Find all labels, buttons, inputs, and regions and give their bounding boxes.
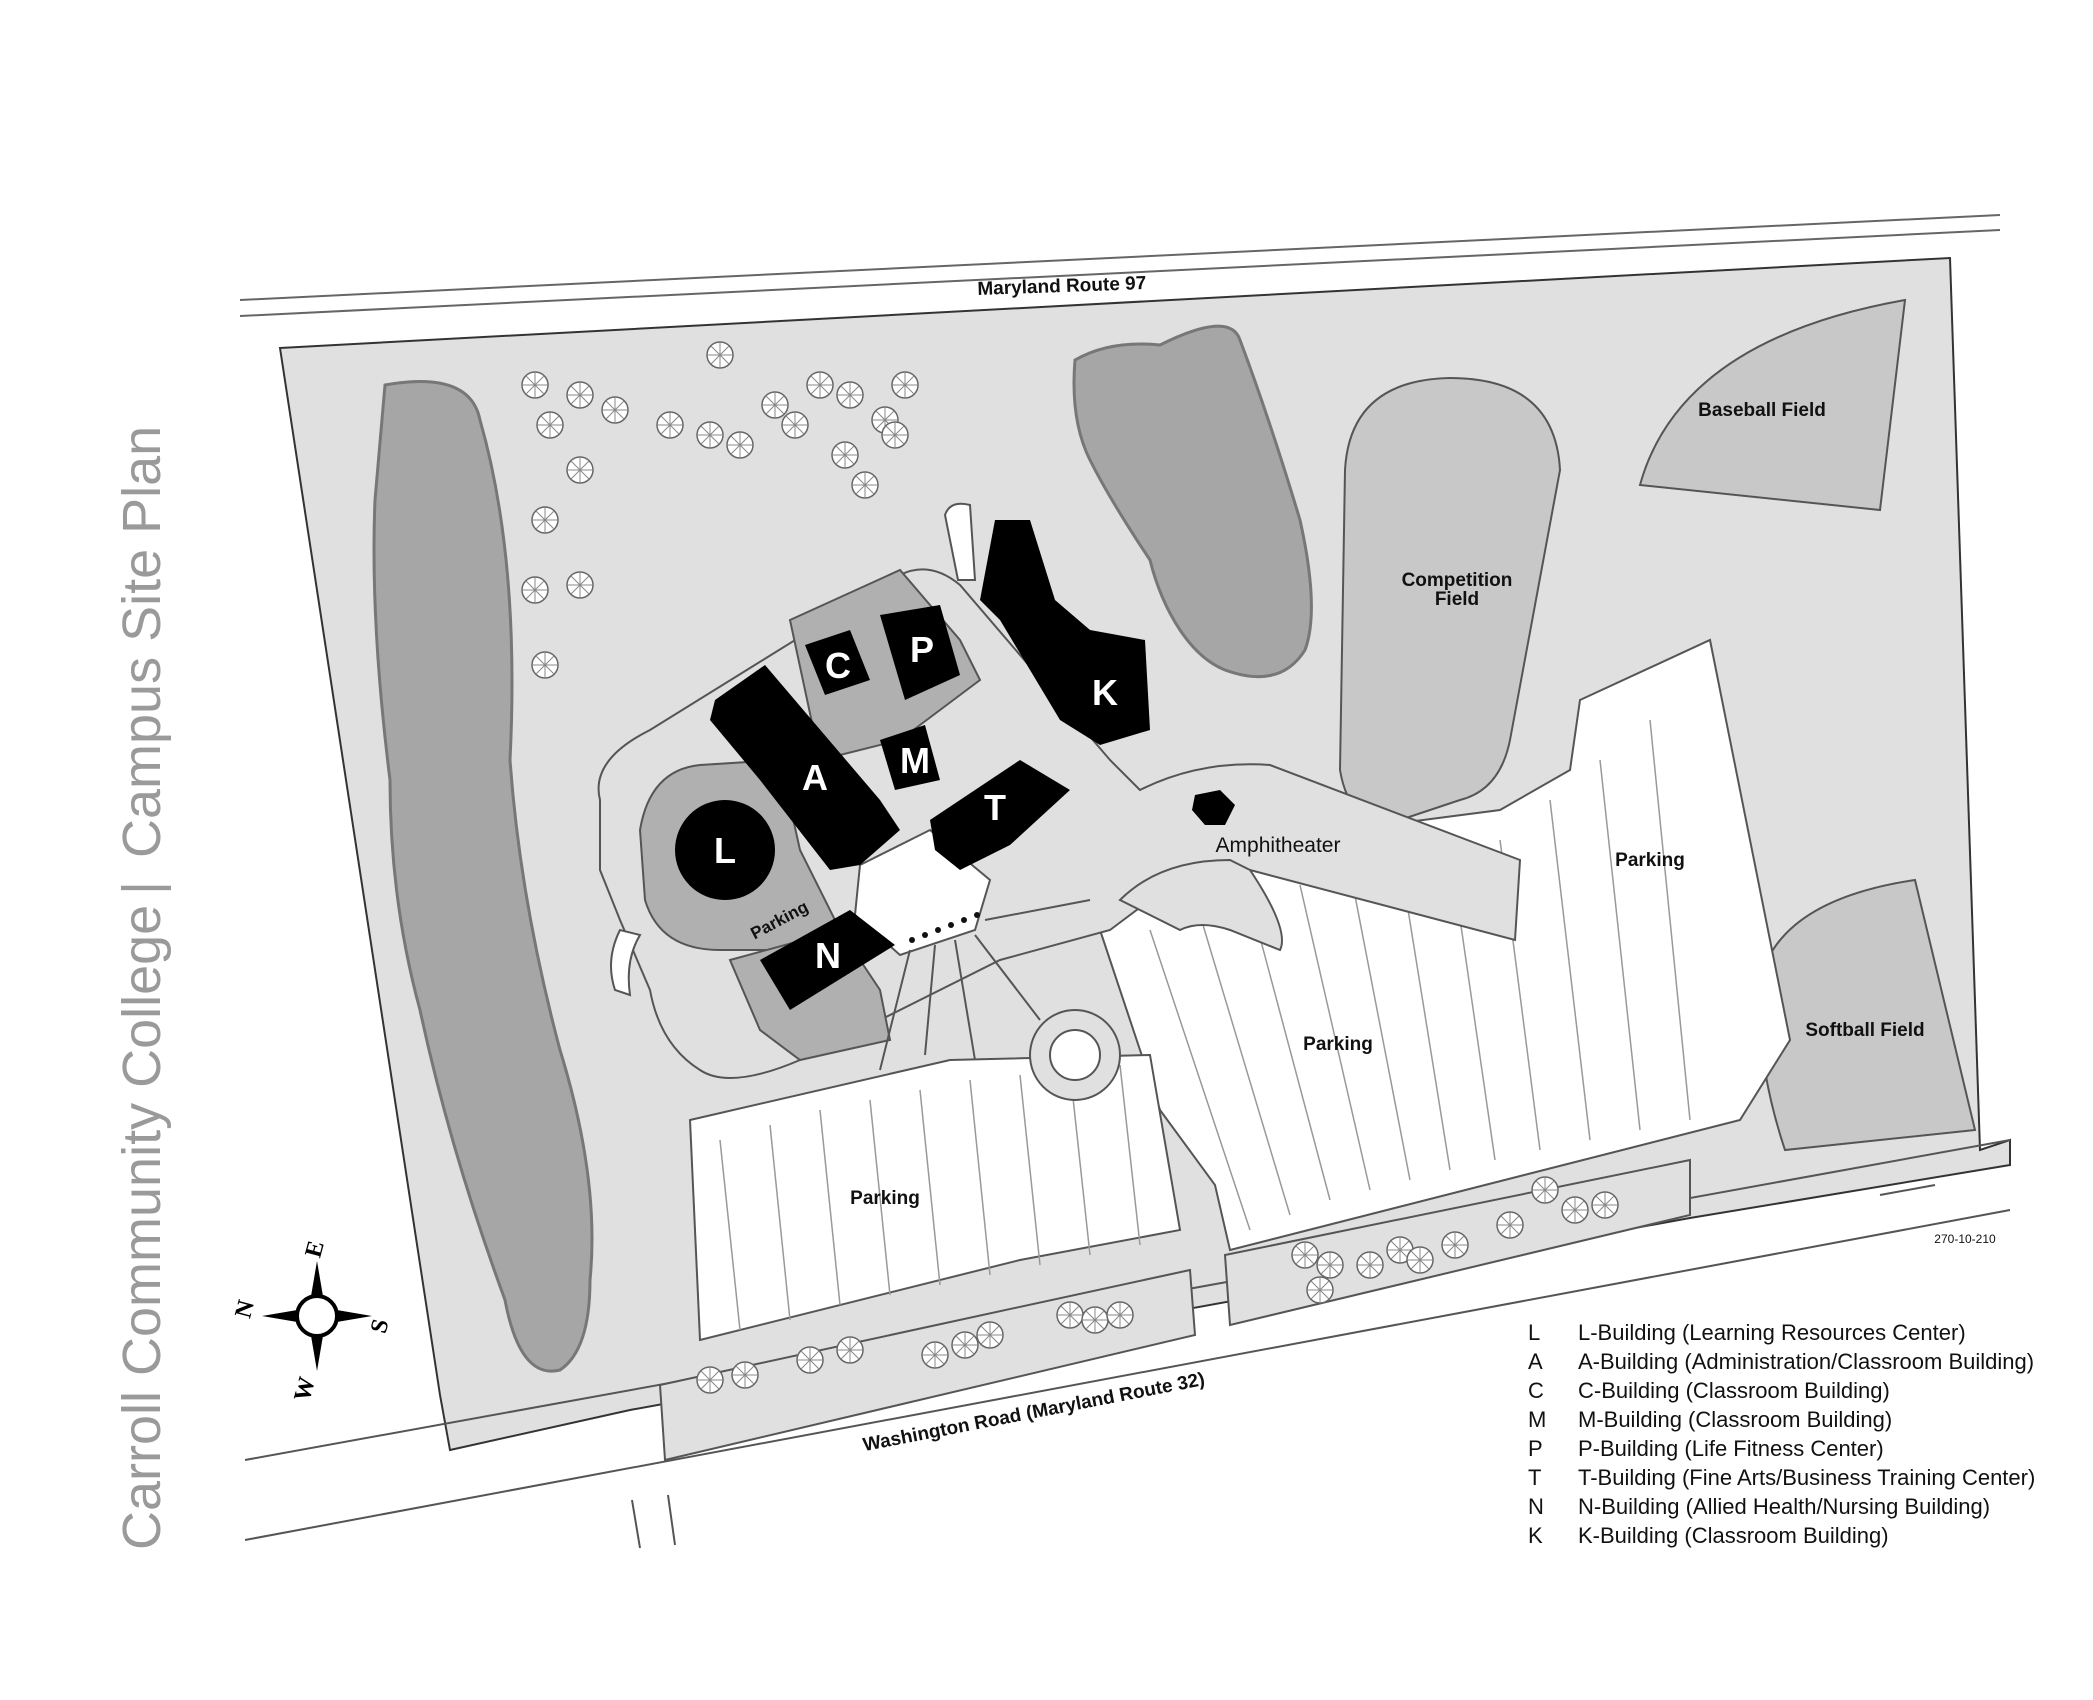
building-label-n: N bbox=[815, 935, 841, 976]
building-legend: L L-Building (Learning Resources Center)… bbox=[1528, 1318, 2035, 1550]
building-m-shape bbox=[880, 725, 940, 790]
legend-row: M M-Building (Classroom Building) bbox=[1528, 1405, 2035, 1434]
parking-label-center: Parking bbox=[1303, 1034, 1373, 1055]
compass-e: E bbox=[301, 1238, 330, 1260]
building-n-shape bbox=[760, 910, 895, 1010]
drawing-number: 270-10-210 bbox=[1934, 1232, 1996, 1246]
legend-text: M-Building (Classroom Building) bbox=[1578, 1406, 1893, 1432]
building-label-p: P bbox=[910, 629, 934, 670]
parking-label-west: Parking bbox=[850, 1188, 920, 1209]
legend-key: P bbox=[1528, 1435, 1543, 1461]
legend-row: L L-Building (Learning Resources Center) bbox=[1528, 1318, 2035, 1347]
side-title-separator: | bbox=[112, 881, 172, 895]
radiating-walkways bbox=[879, 899, 1091, 1071]
amphitheater-shape bbox=[1192, 790, 1235, 825]
legend-row: K K-Building (Classroom Building) bbox=[1528, 1521, 2035, 1550]
road-label-route-97: Maryland Route 97 bbox=[977, 273, 1147, 300]
building-p-shape bbox=[880, 605, 960, 700]
legend-text: C-Building (Classroom Building) bbox=[1578, 1377, 1890, 1403]
building-label-a: A bbox=[802, 757, 828, 798]
western-woods bbox=[372, 380, 594, 1373]
north-woods bbox=[1072, 324, 1313, 679]
legend-row: A A-Building (Administration/Classroom B… bbox=[1528, 1347, 2035, 1376]
plaza-bollards bbox=[909, 912, 980, 943]
building-k-shape bbox=[980, 520, 1150, 745]
legend-key: M bbox=[1528, 1406, 1547, 1432]
compass-n: N bbox=[230, 1297, 260, 1321]
building-c-shape bbox=[805, 630, 870, 695]
compass-s: S bbox=[366, 1316, 395, 1336]
competition-field-label-2: Field bbox=[1435, 589, 1479, 610]
legend-key: C bbox=[1528, 1377, 1544, 1403]
side-title-subtitle: Campus Site Plan bbox=[112, 426, 172, 858]
legend-key: N bbox=[1528, 1493, 1544, 1519]
competition-field-label-1: Competition bbox=[1402, 570, 1513, 591]
amphitheater-label: Amphitheater bbox=[1216, 834, 1341, 857]
legend-row: T T-Building (Fine Arts/Business Trainin… bbox=[1528, 1463, 2035, 1492]
baseball-field-label: Baseball Field bbox=[1698, 400, 1826, 421]
building-a-shape bbox=[710, 665, 900, 870]
softball-field-label: Softball Field bbox=[1805, 1020, 1924, 1041]
building-l-shape bbox=[675, 800, 775, 900]
compass-rose: N E S W bbox=[230, 1238, 394, 1404]
building-label-l: L bbox=[714, 830, 736, 871]
side-title: Carroll Community College | Campus Site … bbox=[112, 426, 172, 1550]
maryland-route-97-road bbox=[239, 214, 2001, 317]
baseball-field bbox=[1638, 298, 1907, 512]
legend-row: C C-Building (Classroom Building) bbox=[1528, 1376, 2035, 1405]
parking-label-east: Parking bbox=[1615, 850, 1685, 871]
legend-row: P P-Building (Life Fitness Center) bbox=[1528, 1434, 2035, 1463]
legend-text: L-Building (Learning Resources Center) bbox=[1578, 1319, 1966, 1345]
side-title-college: Carroll Community College bbox=[112, 905, 172, 1550]
legend-key: L bbox=[1528, 1319, 1541, 1345]
parking-lots bbox=[688, 638, 1792, 1342]
legend-key: K bbox=[1528, 1522, 1543, 1548]
building-label-k: K bbox=[1092, 672, 1118, 713]
building-label-t: T bbox=[984, 787, 1006, 828]
legend-text: A-Building (Administration/Classroom Bui… bbox=[1578, 1348, 2035, 1374]
legend-text: T-Building (Fine Arts/Business Training … bbox=[1578, 1464, 2036, 1490]
legend-key: A bbox=[1528, 1348, 1543, 1374]
building-label-m: M bbox=[900, 740, 930, 781]
legend-text: K-Building (Classroom Building) bbox=[1578, 1522, 1889, 1548]
building-label-c: C bbox=[825, 645, 851, 686]
legend-row: N N-Building (Allied Health/Nursing Buil… bbox=[1528, 1492, 2035, 1521]
legend-text: N-Building (Allied Health/Nursing Buildi… bbox=[1578, 1493, 1991, 1519]
legend-text: P-Building (Life Fitness Center) bbox=[1578, 1435, 1884, 1461]
compass-w: W bbox=[290, 1374, 321, 1404]
building-t-shape bbox=[930, 760, 1070, 870]
buildings bbox=[675, 520, 1235, 1010]
legend-key: T bbox=[1528, 1464, 1542, 1490]
